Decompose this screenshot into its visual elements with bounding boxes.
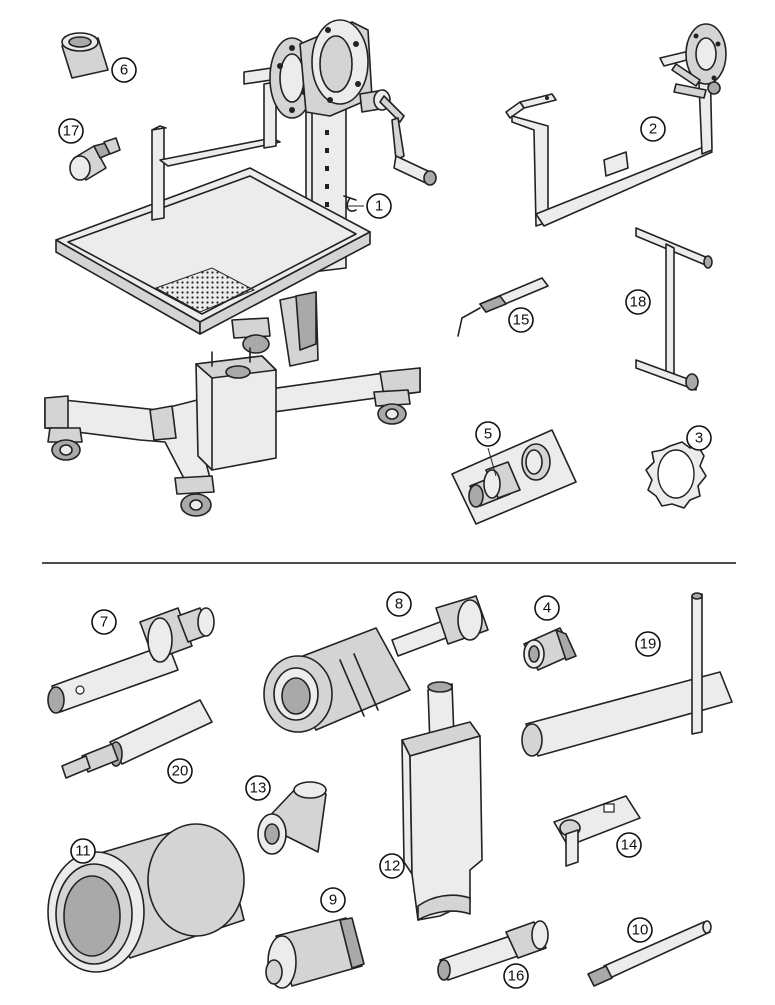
callout-19: 19	[635, 631, 661, 657]
caster-back	[231, 317, 271, 354]
rotating-head	[269, 19, 373, 119]
callout-1: 1	[366, 193, 392, 219]
leader-lines	[346, 205, 497, 477]
svg-text:4: 4	[543, 600, 551, 617]
callout-8: 8	[386, 591, 412, 617]
part-16-insert-tool	[437, 920, 549, 981]
svg-text:19: 19	[640, 636, 657, 653]
svg-text:8: 8	[395, 596, 403, 613]
column-holes	[325, 130, 329, 207]
svg-text:6: 6	[120, 62, 128, 79]
callout-16: 16	[503, 963, 529, 989]
svg-text:11: 11	[75, 843, 91, 860]
part-7-spindle	[47, 607, 215, 714]
callout-2: 2	[640, 116, 666, 142]
svg-text:12: 12	[384, 858, 401, 875]
svg-text:3: 3	[695, 430, 703, 447]
callout-14: 14	[616, 832, 642, 858]
svg-text:14: 14	[621, 837, 638, 854]
svg-text:18: 18	[630, 294, 647, 311]
callout-4: 4	[534, 595, 560, 621]
callout-11: 11	[70, 838, 96, 864]
part-5-puller-set	[451, 429, 577, 525]
part-14-adapter	[553, 795, 641, 867]
svg-text:1: 1	[375, 198, 383, 215]
callout-17: 17	[58, 118, 84, 144]
part-10-pin	[587, 920, 712, 987]
svg-text:5: 5	[484, 426, 492, 443]
callout-15: 15	[508, 307, 534, 333]
part-18-t-handle	[635, 227, 713, 391]
svg-text:13: 13	[250, 780, 267, 797]
callout-12: 12	[379, 853, 405, 879]
callout-5: 5	[475, 421, 501, 447]
part-11-large-sleeve	[47, 823, 245, 973]
callout-6: 6	[111, 57, 137, 83]
svg-text:16: 16	[508, 968, 525, 985]
caster-front	[174, 475, 215, 517]
callout-3: 3	[686, 425, 712, 451]
part-13-cone	[257, 781, 327, 855]
hydraulic-jack	[195, 347, 277, 471]
part-20-drift	[61, 699, 213, 779]
part-19-t-bar	[521, 592, 733, 757]
parts-tray	[55, 167, 371, 335]
part-2-engine-holder	[505, 23, 727, 227]
part-1-engine-stand	[44, 19, 437, 517]
part-9-stepped-drift	[265, 917, 365, 989]
part-12-puller-block	[401, 681, 483, 921]
svg-text:9: 9	[329, 892, 337, 909]
part-6-sleeve	[61, 32, 109, 79]
callout-13: 13	[245, 775, 271, 801]
svg-text:2: 2	[649, 121, 657, 138]
callout-7: 7	[91, 609, 117, 635]
svg-text:7: 7	[100, 614, 108, 631]
caster-left	[47, 427, 83, 461]
callout-10: 10	[627, 917, 653, 943]
crank-handle	[359, 89, 437, 186]
callout-9: 9	[320, 887, 346, 913]
callout-18: 18	[625, 289, 651, 315]
caster-right	[373, 389, 411, 425]
part-17-fitting	[69, 137, 121, 181]
part-3-ring-wrench	[645, 441, 707, 509]
svg-text:20: 20	[172, 763, 189, 780]
part-15-hex-key	[457, 277, 549, 337]
part-8-press-tool	[263, 595, 489, 733]
part-4-sleeve	[523, 627, 577, 671]
svg-text:15: 15	[513, 312, 530, 329]
svg-text:17: 17	[63, 123, 80, 140]
svg-text:10: 10	[632, 922, 649, 939]
callout-20: 20	[167, 758, 193, 784]
